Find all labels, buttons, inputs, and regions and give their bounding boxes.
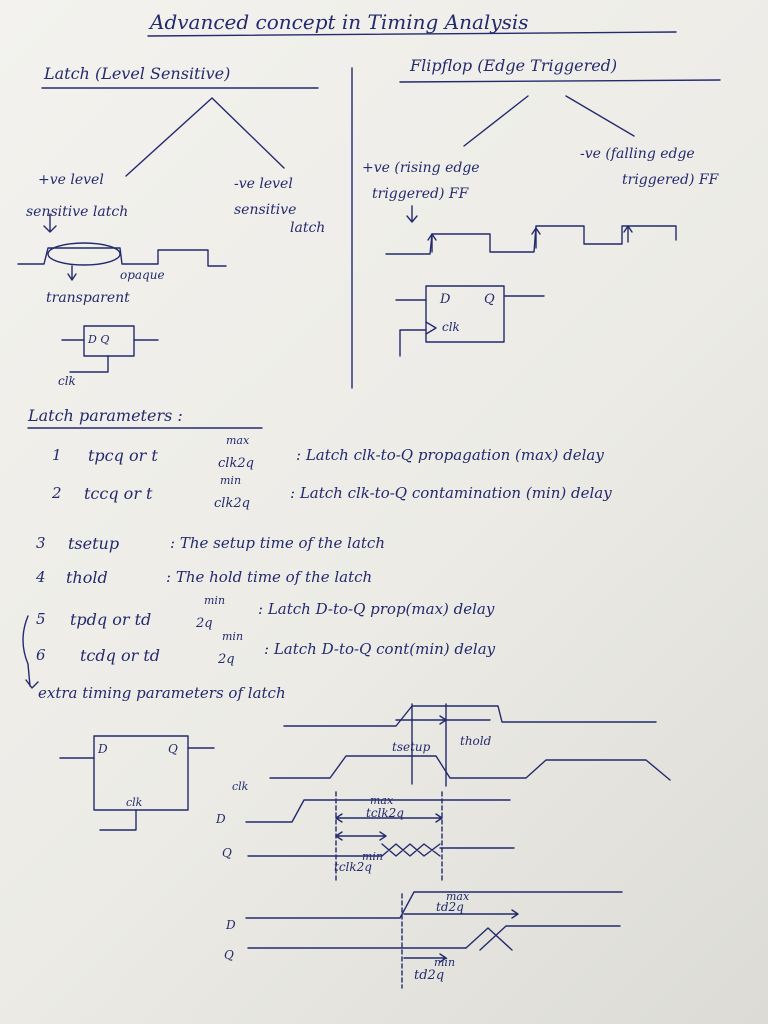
td2q-max-arrow xyxy=(404,910,518,918)
params-bracket xyxy=(23,616,38,688)
param-2-sup: min xyxy=(220,474,242,487)
flipflop-heading-underline xyxy=(400,80,720,82)
param-2-lhs: tccq or t xyxy=(84,484,153,503)
diagram-box-clk: clk xyxy=(126,796,143,809)
param-1-sub: clk2q xyxy=(218,456,254,471)
tsetup-label: tsetup xyxy=(392,740,431,754)
tclk2q-max-arrow xyxy=(336,814,442,822)
latch-right-branch-line1: -ve level xyxy=(234,176,293,192)
transparent-label: transparent xyxy=(46,290,130,306)
latch-waveform-highlight xyxy=(48,243,120,265)
param-1-num: 1 xyxy=(52,446,62,464)
tclk2q-max-label: tclk2q xyxy=(366,806,404,820)
tclk2q-min-arrow xyxy=(336,832,386,840)
param-5-sup: min xyxy=(204,594,226,607)
param-2-num: 2 xyxy=(52,484,62,502)
param-4-rhs: : The hold time of the latch xyxy=(166,568,373,586)
flipflop-heading: Flipflop (Edge Triggered) xyxy=(410,56,618,75)
clk-signal-label: clk xyxy=(232,780,249,793)
d2-waveform xyxy=(246,892,622,918)
ff-box-d: D xyxy=(440,292,451,307)
td2q-min-label: td2q xyxy=(414,968,445,983)
q-signal-label: Q xyxy=(222,846,232,860)
param-2-rhs: : Latch clk-to-Q contamination (min) del… xyxy=(290,484,612,502)
thold-label: thold xyxy=(460,734,492,748)
latch-tree-branches xyxy=(126,98,284,176)
parameters-heading: Latch parameters : xyxy=(28,406,183,425)
ff-box-wires xyxy=(396,296,544,356)
param-5-num: 5 xyxy=(36,610,46,628)
ff-box-q: Q xyxy=(484,292,495,307)
diagram-box-d: D xyxy=(98,742,108,756)
td2q-max-sup: max xyxy=(446,890,470,903)
param-1-rhs: : Latch clk-to-Q propagation (max) delay xyxy=(296,446,604,464)
param-6-lhs: tcdq or td xyxy=(80,646,160,665)
ff-left-branch-line2: triggered) FF xyxy=(372,186,469,202)
q2-transition xyxy=(466,926,620,950)
diagram-box xyxy=(94,736,188,810)
tclk2q-min-label: tclk2q xyxy=(334,860,372,874)
latch-right-branch-line2: sensitive xyxy=(234,202,297,218)
param-6-sup: min xyxy=(222,630,244,643)
latch-left-branch-line1: +ve level xyxy=(38,172,104,188)
param-1-sup: max xyxy=(226,434,250,447)
d2-signal-label: D xyxy=(226,918,236,932)
param-3-lhs: tsetup xyxy=(68,534,120,553)
latch-level-arrow xyxy=(44,214,56,232)
ff-edge-arrows xyxy=(428,226,632,252)
diagram-box-q: Q xyxy=(168,742,178,756)
latch-clk-label: clk xyxy=(58,374,76,388)
extra-params-label: extra timing parameters of latch xyxy=(38,684,286,702)
ff-right-branch-line1: -ve (falling edge xyxy=(580,146,695,162)
ff-left-branch-line1: +ve (rising edge xyxy=(362,160,480,176)
ff-box xyxy=(426,286,504,342)
latch-box-wires xyxy=(62,340,158,372)
ff-rising-arrow xyxy=(407,206,417,222)
td2q-max-label: td2q xyxy=(436,900,464,914)
td2q-min-sup: min xyxy=(434,956,456,969)
param-6-sub: 2q xyxy=(218,652,235,667)
ff-box-clk: clk xyxy=(442,320,460,334)
latch-heading: Latch (Level Sensitive) xyxy=(44,64,231,83)
latch-right-branch-line3: latch xyxy=(290,220,326,236)
param-2-sub: clk2q xyxy=(214,496,250,511)
td2q-min-arrow xyxy=(404,954,446,962)
param-6-rhs: : Latch D-to-Q cont(min) delay xyxy=(264,640,496,658)
opaque-arrow xyxy=(68,266,76,280)
ff-right-branch-line2: triggered) FF xyxy=(622,172,719,188)
latch-box-dq: D Q xyxy=(88,333,110,346)
ff-clock-triangle xyxy=(426,322,436,334)
param-6-num: 6 xyxy=(36,646,46,664)
diagram-box-wires xyxy=(60,748,214,830)
clk-waveform xyxy=(270,756,670,780)
opaque-label: opaque xyxy=(120,268,165,282)
page-title: Advanced concept in Timing Analysis xyxy=(150,10,529,34)
param-1-lhs: tpcq or t xyxy=(88,446,158,465)
tsetup-thold-arrows xyxy=(396,716,490,724)
latch-box xyxy=(84,326,134,356)
param-4-num: 4 xyxy=(36,568,46,586)
q-transition-x xyxy=(382,844,440,856)
param-5-rhs: : Latch D-to-Q prop(max) delay xyxy=(258,600,495,618)
latch-waveform xyxy=(18,248,226,266)
d-waveform xyxy=(246,800,510,822)
top-clock-waveform xyxy=(284,706,656,726)
q2-signal-label: Q xyxy=(224,948,234,962)
d-signal-label: D xyxy=(216,812,226,826)
param-4-lhs: thold xyxy=(66,568,108,587)
param-3-rhs: : The setup time of the latch xyxy=(170,534,385,552)
param-3-num: 3 xyxy=(36,534,46,552)
latch-left-branch-line2: sensitive latch xyxy=(26,204,129,220)
param-5-sub: 2q xyxy=(196,616,213,631)
ff-tree-branches xyxy=(464,96,634,146)
ff-waveform xyxy=(386,226,676,254)
title-underline xyxy=(148,32,676,36)
param-5-lhs: tpdq or td xyxy=(70,610,152,629)
